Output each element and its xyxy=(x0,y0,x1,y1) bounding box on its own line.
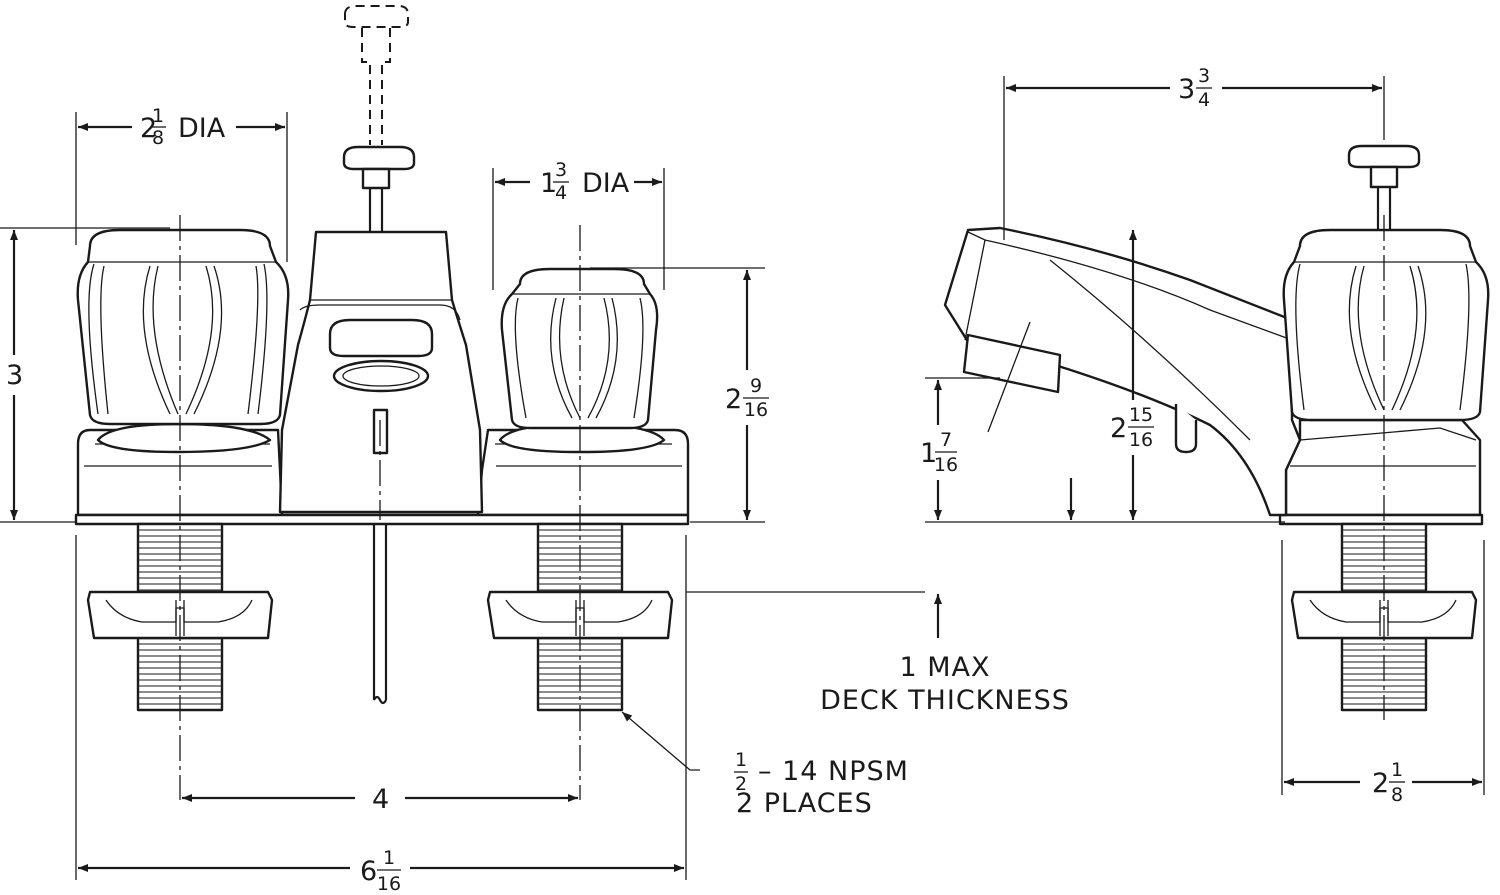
svg-text:2: 2 xyxy=(1110,413,1127,444)
svg-text:1: 1 xyxy=(920,438,937,469)
dim-overall-height: 3 xyxy=(6,360,23,391)
dim-spout-handle-dia: 1 3 4 DIA xyxy=(540,159,630,204)
svg-text:DIA: DIA xyxy=(582,168,630,199)
svg-text:16: 16 xyxy=(934,454,958,476)
svg-text:16: 16 xyxy=(744,399,768,421)
svg-text:3: 3 xyxy=(1198,65,1210,87)
lift-rod-raised-hidden xyxy=(344,5,409,145)
svg-text:9: 9 xyxy=(750,375,762,397)
svg-text:DIA: DIA xyxy=(178,113,226,144)
dim-spout-reach: 3 3 4 xyxy=(1178,65,1212,111)
spout-body-front xyxy=(278,230,484,514)
svg-text:8: 8 xyxy=(1391,784,1403,806)
svg-text:16: 16 xyxy=(1129,429,1153,451)
dim-overall-width: 6 1 16 xyxy=(360,847,401,895)
svg-text:6: 6 xyxy=(360,856,377,887)
svg-text:3: 3 xyxy=(1178,74,1195,105)
svg-text:4: 4 xyxy=(555,182,567,204)
svg-text:– 14 NPSM: – 14 NPSM xyxy=(758,756,909,787)
svg-text:2: 2 xyxy=(1372,768,1389,799)
svg-text:7: 7 xyxy=(940,429,952,451)
left-handle xyxy=(76,228,290,426)
side-handle xyxy=(1282,228,1490,422)
side-base xyxy=(1278,418,1484,526)
svg-text:4: 4 xyxy=(1198,89,1210,111)
svg-text:1 MAX: 1 MAX xyxy=(899,652,990,683)
svg-text:2: 2 xyxy=(140,113,157,144)
side-view xyxy=(943,144,1490,720)
dim-centers: 4 xyxy=(372,784,389,815)
svg-text:1: 1 xyxy=(540,168,557,199)
lift-rod-lower xyxy=(372,524,388,705)
svg-text:15: 15 xyxy=(1129,404,1153,426)
svg-text:3: 3 xyxy=(555,159,567,181)
lift-rod-knob xyxy=(342,145,416,232)
note-deck-thickness: 1 MAX DECK THICKNESS xyxy=(820,652,1070,716)
svg-text:2: 2 xyxy=(735,773,747,795)
dimension-lines xyxy=(0,76,1485,880)
dim-handle-dia: 2 1 8 DIA xyxy=(140,105,226,149)
escutcheon-base xyxy=(74,422,690,526)
svg-text:1: 1 xyxy=(1391,759,1403,781)
side-spout xyxy=(943,226,1302,517)
note-thread-size: 1 2 – 14 NPSM 2 PLACES xyxy=(734,749,909,819)
shank-threads xyxy=(1343,529,1425,705)
side-popup-lever xyxy=(1174,404,1198,454)
svg-text:1: 1 xyxy=(383,847,395,869)
dim-outlet-height: 1 7 16 xyxy=(920,429,958,476)
svg-text:DECK THICKNESS: DECK THICKNESS xyxy=(820,685,1070,716)
dim-side-base-width: 2 1 8 xyxy=(1372,759,1405,806)
svg-text:16: 16 xyxy=(377,873,401,895)
dim-spout-height: 2 15 16 xyxy=(1110,404,1154,451)
side-lift-knob xyxy=(1347,144,1421,230)
svg-text:1: 1 xyxy=(735,749,747,771)
svg-text:2 PLACES: 2 PLACES xyxy=(736,788,873,819)
svg-text:1: 1 xyxy=(152,105,164,127)
svg-text:2: 2 xyxy=(725,384,742,415)
dim-handle-height: 2 9 16 xyxy=(725,375,769,421)
front-view xyxy=(74,5,690,800)
svg-text:8: 8 xyxy=(152,127,164,149)
